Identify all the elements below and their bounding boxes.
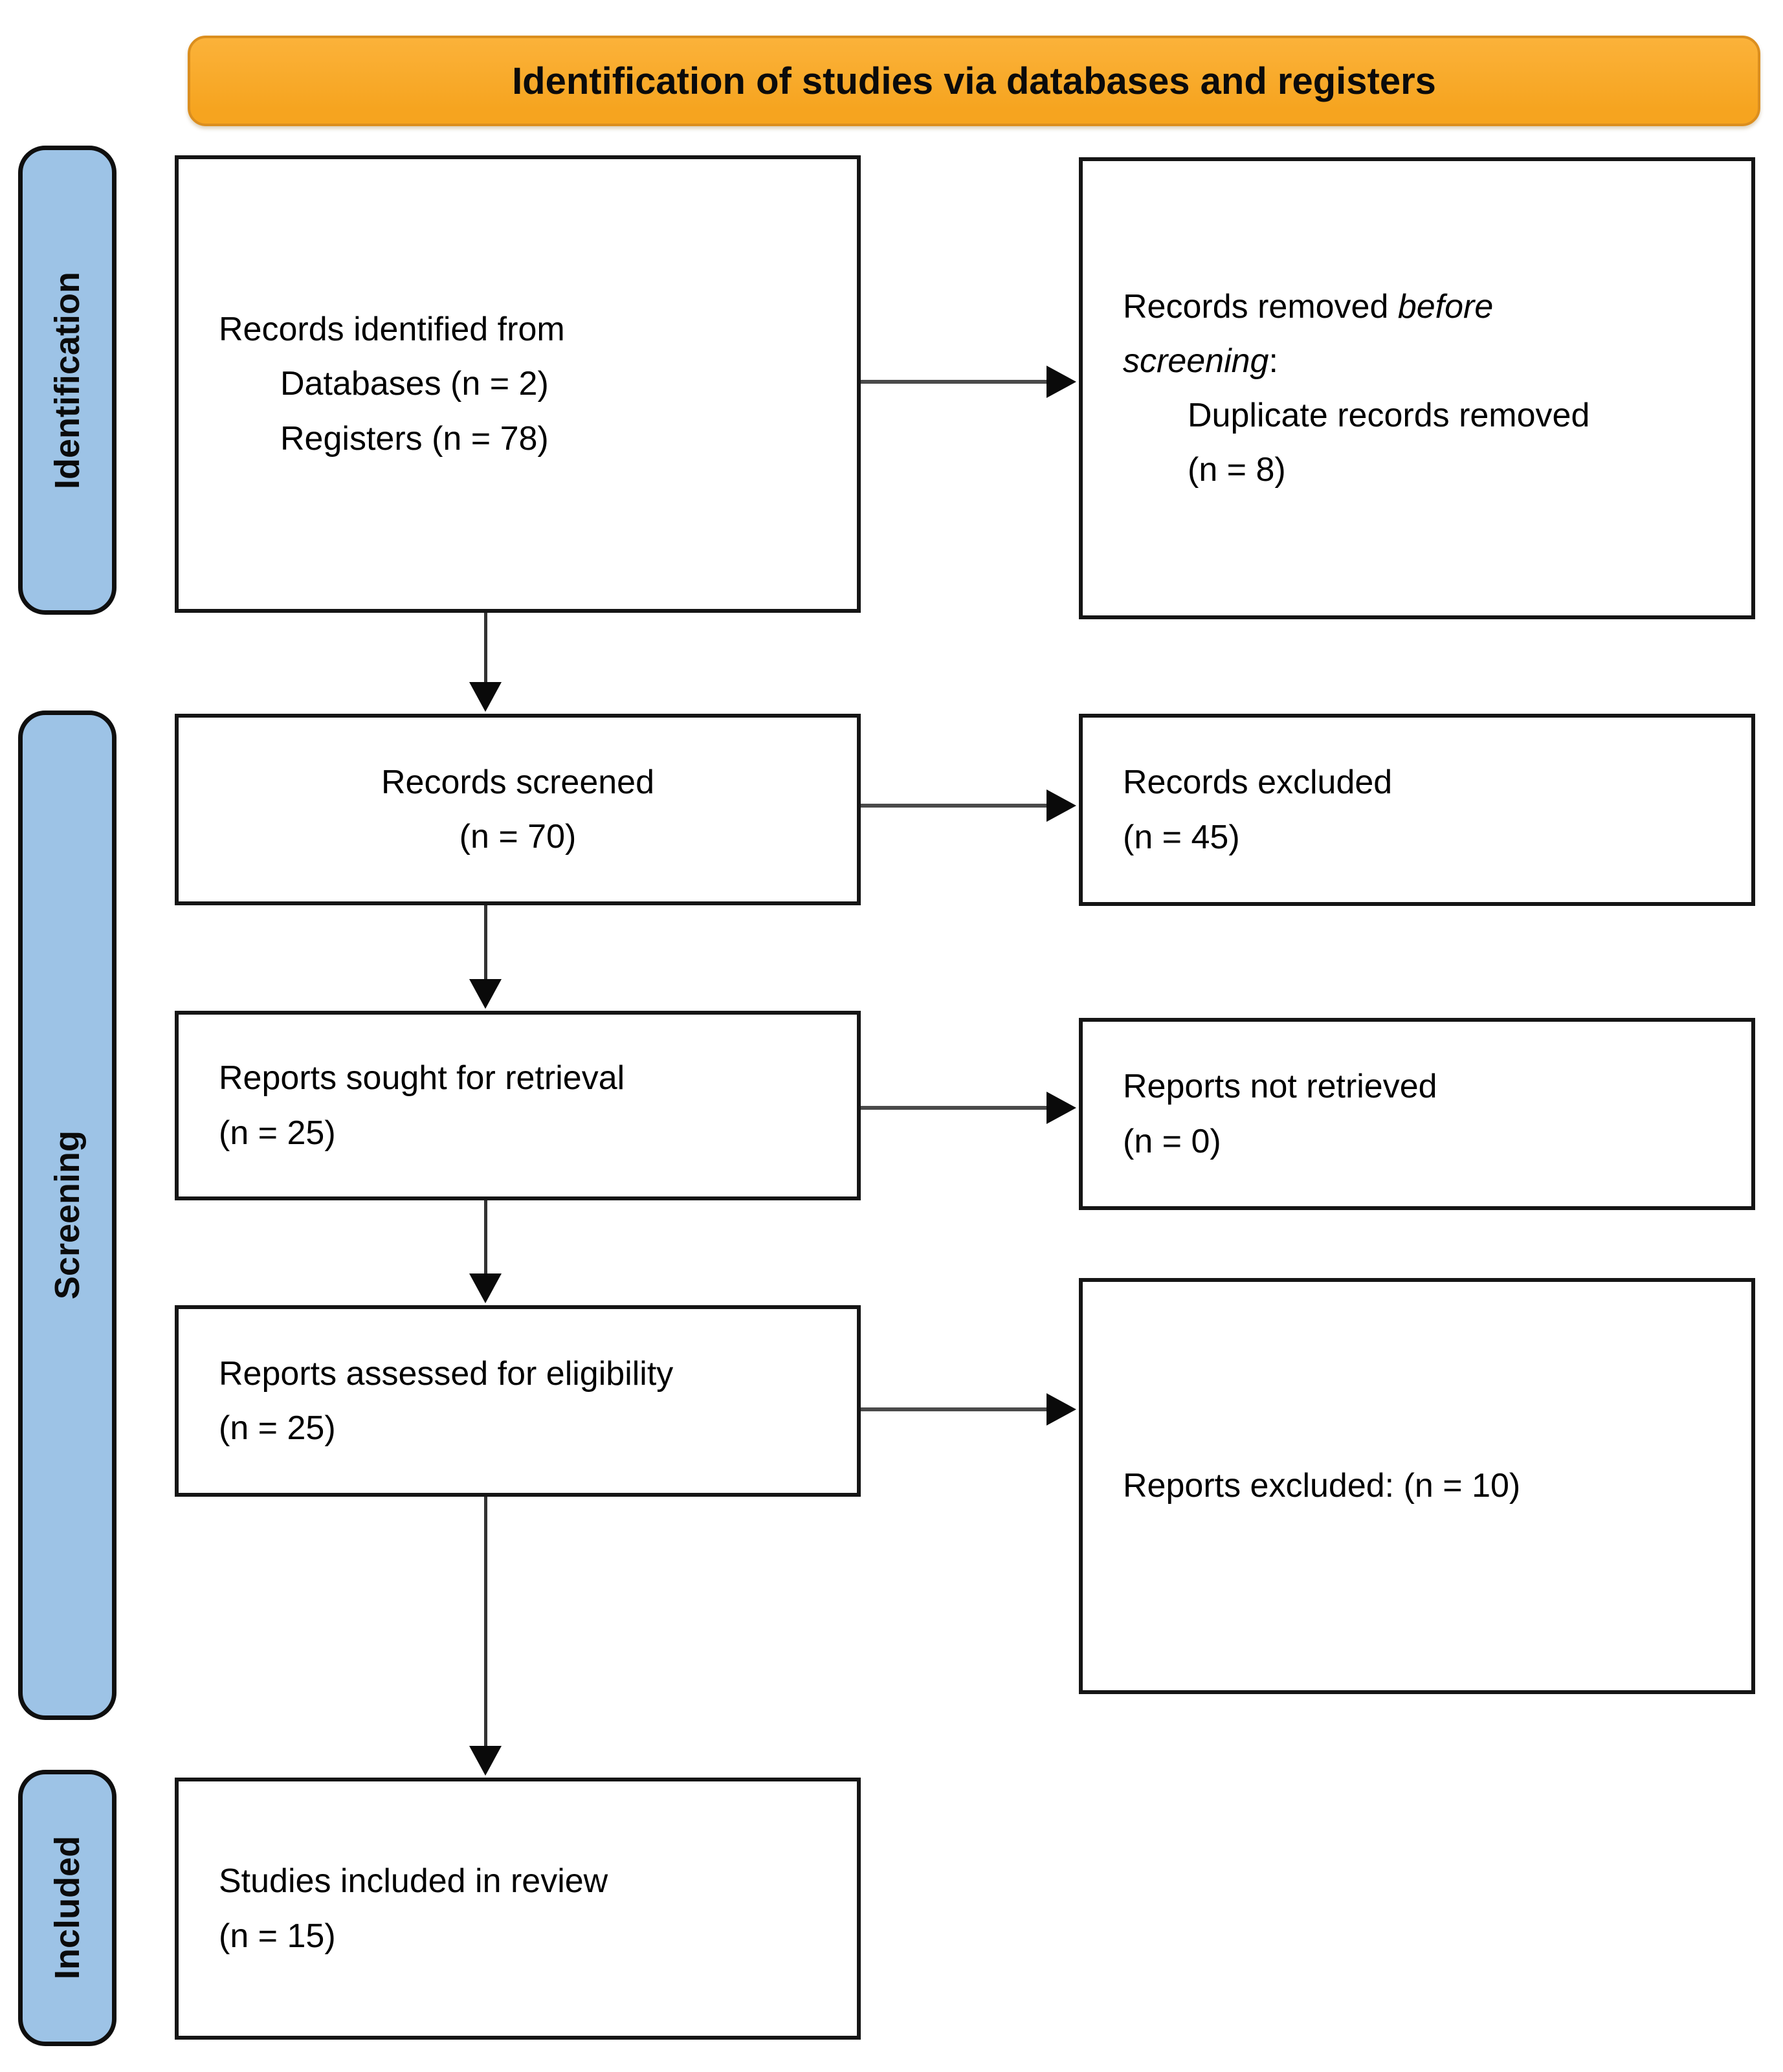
arrow-sought-to-not-retrieved: [861, 1091, 1076, 1125]
banner: Identification of studies via databases …: [188, 36, 1760, 126]
records-excluded-count: (n = 45): [1123, 818, 1240, 856]
records-removed-line2-text: :: [1268, 342, 1278, 380]
studies-included-count: (n = 15): [219, 1917, 336, 1955]
arrow-shaft: [483, 613, 487, 689]
reports-not-retrieved-count: (n = 0): [1123, 1122, 1221, 1160]
records-identified-registers: Registers (n = 78): [280, 419, 549, 457]
arrow-sought-to-assessed: [469, 1200, 502, 1303]
reports-not-retrieved-label: Reports not retrieved: [1123, 1068, 1437, 1106]
records-removed-line1: Records removed before: [1123, 280, 1736, 334]
arrowhead-right-icon: [1047, 1393, 1076, 1426]
records-identified-heading: Records identified from: [219, 311, 565, 349]
box-reports-excluded: Reports excluded: (n = 10): [1079, 1278, 1755, 1694]
arrow-shaft: [483, 1200, 487, 1280]
stage-label-identification: Identification: [48, 271, 87, 489]
stage-bar-included: Included: [18, 1770, 116, 2046]
arrowhead-right-icon: [1047, 1092, 1076, 1124]
arrow-shaft: [861, 804, 1053, 808]
arrow-shaft: [483, 905, 487, 986]
arrow-assessed-to-included: [469, 1497, 502, 1776]
arrow-shaft: [483, 1497, 487, 1752]
box-records-identified: Records identified from Databases (n = 2…: [175, 155, 861, 613]
arrowhead-down-icon: [469, 1746, 502, 1776]
arrow-identified-to-screened: [469, 613, 502, 712]
arrow-screened-to-sought: [469, 905, 502, 1009]
box-reports-sought: Reports sought for retrieval (n = 25): [175, 1011, 861, 1200]
arrowhead-right-icon: [1047, 789, 1076, 822]
records-excluded-label: Records excluded: [1123, 764, 1393, 802]
stage-bar-identification: Identification: [18, 146, 116, 615]
arrow-identified-to-removed: [861, 365, 1076, 399]
records-removed-line1-text: Records removed: [1123, 287, 1398, 325]
arrow-assessed-to-reports-excluded: [861, 1393, 1076, 1426]
arrow-screened-to-excluded: [861, 789, 1076, 822]
arrow-shaft: [861, 1407, 1053, 1411]
records-removed-line2-italic: screening: [1123, 342, 1269, 380]
records-removed-reason: Duplicate records removed: [1188, 397, 1590, 434]
box-records-screened: Records screened (n = 70): [175, 714, 861, 905]
arrow-shaft: [861, 1106, 1053, 1110]
box-reports-assessed: Reports assessed for eligibility (n = 25…: [175, 1305, 861, 1497]
stage-label-included: Included: [48, 1836, 87, 1980]
arrowhead-down-icon: [469, 1273, 502, 1303]
reports-assessed-label: Reports assessed for eligibility: [219, 1354, 674, 1393]
stage-bar-screening: Screening: [18, 711, 116, 1720]
arrowhead-down-icon: [469, 979, 502, 1009]
records-screened-label: Records screened: [381, 763, 654, 801]
records-removed-line2: screening:: [1123, 334, 1736, 388]
arrowhead-down-icon: [469, 682, 502, 712]
box-studies-included: Studies included in review (n = 15): [175, 1778, 861, 2040]
box-records-excluded: Records excluded (n = 45): [1079, 714, 1755, 906]
records-screened-count: (n = 70): [459, 818, 577, 855]
box-records-removed: Records removed before screening: Duplic…: [1079, 157, 1755, 619]
records-identified-databases: Databases (n = 2): [280, 365, 549, 403]
reports-sought-label: Reports sought for retrieval: [219, 1059, 625, 1097]
arrowhead-right-icon: [1047, 366, 1076, 398]
records-removed-line1-italic: before: [1397, 287, 1494, 325]
reports-sought-count: (n = 25): [219, 1114, 336, 1152]
reports-excluded-label: Reports excluded: (n = 10): [1123, 1467, 1521, 1505]
box-reports-not-retrieved: Reports not retrieved (n = 0): [1079, 1018, 1755, 1210]
studies-included-label: Studies included in review: [219, 1862, 608, 1901]
stage-label-screening: Screening: [48, 1130, 87, 1300]
records-removed-count: (n = 8): [1188, 451, 1286, 489]
reports-assessed-count: (n = 25): [219, 1409, 336, 1447]
banner-title: Identification of studies via databases …: [512, 60, 1436, 102]
arrow-shaft: [861, 380, 1053, 384]
